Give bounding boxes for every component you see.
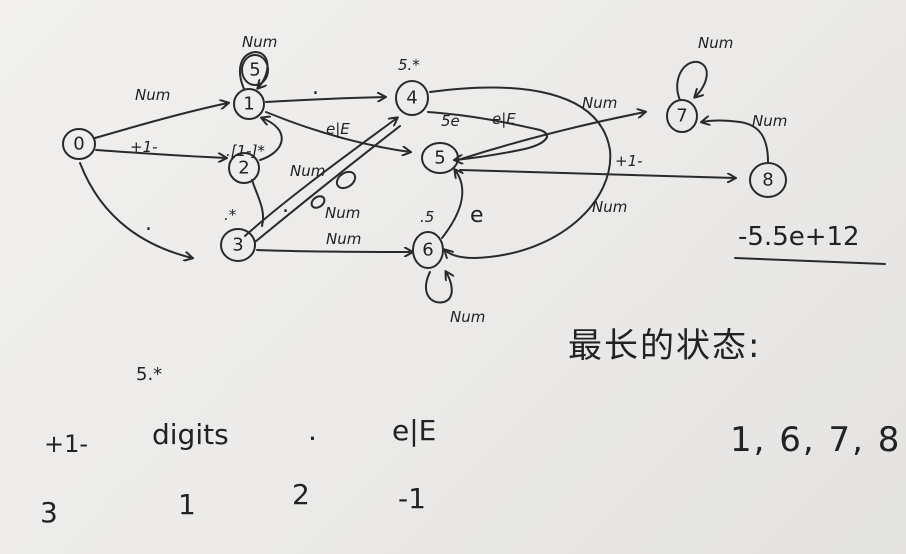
state-3-num: 3	[232, 235, 243, 256]
edge-3-4-diag-b	[254, 125, 401, 243]
table-header-digits: digits	[152, 418, 229, 451]
edge-3-4-diag	[244, 118, 397, 237]
table-cell-sign: 3	[40, 496, 58, 529]
state-1-num: 1	[243, 94, 254, 115]
state-8-num: 8	[762, 170, 773, 191]
edge-1-5	[265, 111, 410, 152]
strikeout-mark	[335, 170, 357, 190]
state-0-num: 0	[73, 134, 84, 155]
state-8	[749, 162, 787, 198]
state-4	[395, 80, 429, 116]
label-num-self-6: Num	[450, 308, 485, 326]
table-cell-digits: 1	[178, 488, 196, 521]
state-2-num: 2	[238, 158, 249, 179]
label-eE-1-5: e|E	[326, 120, 350, 138]
state-3	[220, 228, 256, 262]
underline-example	[734, 257, 886, 265]
edge-0-2	[95, 149, 226, 158]
state-4-num: 4	[406, 88, 417, 109]
edge-2-3	[251, 179, 264, 227]
edge-3-6	[256, 250, 412, 252]
state-0	[62, 128, 96, 160]
state-5-num: 5	[434, 148, 445, 169]
label-dot-3: .	[282, 193, 289, 218]
state-6	[412, 231, 444, 269]
table-header-note: 5.*	[136, 364, 163, 385]
edge-7-7-self	[676, 60, 708, 101]
label-num-3-6: Num	[326, 230, 361, 248]
state-6-tag: .5	[420, 208, 434, 226]
final-states-list: 1, 6, 7, 8	[730, 420, 902, 460]
final-states-label: 最长的状态:	[568, 326, 762, 366]
state-1	[233, 88, 265, 120]
label-dot-0-3: .	[145, 211, 152, 236]
edge-6-5	[441, 170, 462, 239]
edge-0-1	[94, 103, 228, 139]
edge-4-5	[427, 111, 548, 160]
state-5-top-num: 5	[249, 60, 260, 81]
strikeout-mark-2	[310, 195, 326, 209]
table-header-exp: e|E	[392, 414, 437, 447]
label-num-2-1: Num	[290, 162, 325, 180]
label-num-3-4: Num	[325, 204, 360, 222]
table-cell-dot: 2	[292, 478, 310, 511]
label-eE-4-5: e|E	[492, 110, 516, 128]
state-2-tag: .[1-]*	[226, 142, 265, 160]
label-num-5-7: Num	[582, 94, 617, 112]
state-7	[666, 99, 698, 133]
state-5-top	[241, 54, 269, 86]
example-number: -5.5e+12	[738, 222, 860, 252]
table-header-dot: .	[308, 414, 317, 447]
label-dot-1-4: .	[312, 75, 319, 100]
edge-5-7	[457, 112, 645, 161]
label-num-self-7: Num	[698, 34, 733, 52]
state-4-tag: 5.*	[398, 56, 420, 74]
edge-0-3	[79, 162, 192, 258]
label-pm-0-2: +1-	[130, 138, 158, 156]
state-3-tag: .*	[224, 206, 237, 224]
label-num-self-1: Num	[242, 33, 277, 51]
edge-4-6-loop	[429, 86, 612, 258]
edge-1-4	[265, 97, 385, 103]
label-e-6-5: e	[470, 203, 484, 228]
edge-2-1	[259, 118, 283, 161]
table-header-sign: +1-	[44, 430, 89, 458]
label-pm-5-8: +1-	[615, 152, 643, 170]
table-cell-exp: -1	[398, 482, 426, 515]
state-5-tag: 5e	[441, 112, 460, 130]
edge-5-8	[459, 169, 735, 178]
label-num-8-7: Num	[752, 112, 787, 130]
label-num-4-6: Num	[592, 198, 627, 216]
edge-8-7	[702, 121, 769, 163]
edge-6-6-self	[425, 272, 452, 304]
edge-1-1-self	[239, 51, 269, 89]
label-num-0-1: Num	[135, 86, 170, 104]
state-5	[421, 142, 459, 174]
state-6-num: 6	[422, 240, 433, 261]
state-7-num: 7	[676, 106, 687, 127]
state-2	[228, 152, 260, 184]
